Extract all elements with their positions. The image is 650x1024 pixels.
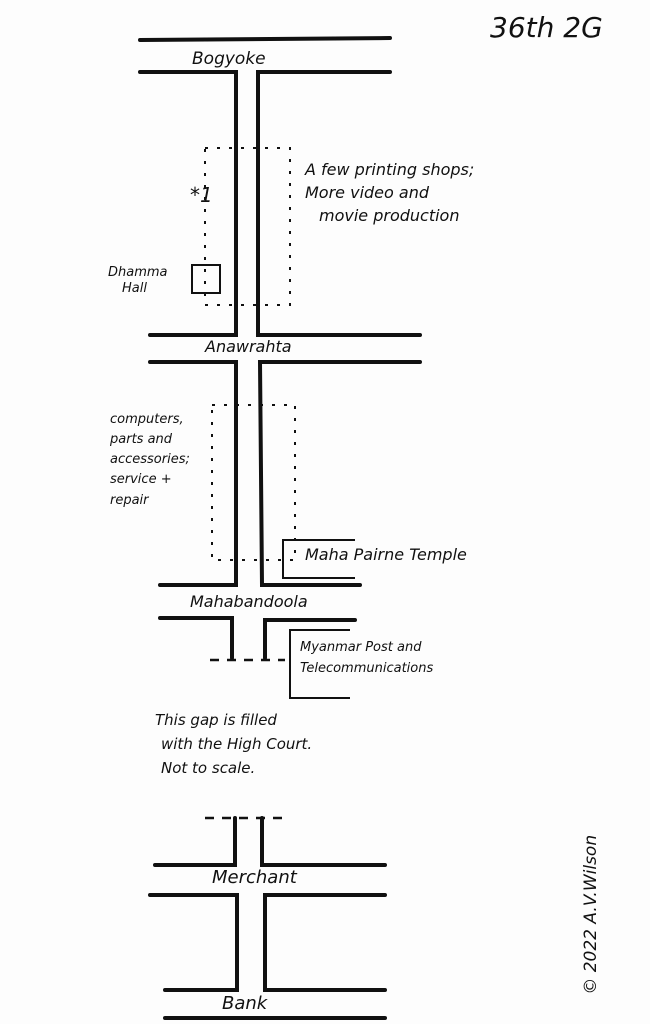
street-label-merchant: Merchant (212, 867, 297, 888)
printing-note: A few printing shops; More video and mov… (305, 158, 474, 228)
gap-note: This gap is filled with the High Court. … (155, 708, 312, 780)
note-line: service + (110, 472, 172, 488)
credit: © 2022 A.V.Wilson (581, 834, 602, 995)
dhamma-hall-label: Dhamma Hall (108, 265, 168, 296)
street-label-bank: Bank (222, 993, 268, 1014)
computers-zone-outline (211, 404, 296, 561)
note-line: A few printing shops; (305, 160, 475, 179)
street-label-anawrahta: Anawrahta (205, 337, 292, 356)
maha-pairne-temple-label: Maha Pairne Temple (305, 545, 467, 564)
note-line: with the High Court. (161, 735, 313, 753)
myanmar-post-label: Myanmar Post and Telecommunications (300, 638, 433, 680)
note-line: This gap is filled (155, 711, 277, 729)
note-line: More video and (305, 183, 429, 203)
computers-note: computers, parts and accessories; servic… (110, 410, 190, 511)
merchant-road (148, 816, 387, 1020)
anawrahta-road (148, 360, 422, 587)
note-line: Not to scale. (161, 759, 256, 777)
mahabandoola-road (158, 616, 357, 662)
label-line: Myanmar Post and (300, 640, 422, 655)
maha-pairne-temple-building (282, 539, 355, 579)
marker-1: *1 (190, 183, 213, 207)
street-label-bogyoke: Bogyoke (192, 49, 266, 69)
dhamma-hall-building (191, 264, 221, 294)
street-label-mahabandoola: Mahabandoola (190, 592, 308, 611)
bogyoke-road (138, 36, 422, 337)
note-line: accessories; (110, 452, 190, 468)
note-line: repair (110, 492, 149, 508)
printing-zone-outline (204, 147, 291, 306)
dhamma-hall-line: Dhamma (108, 265, 168, 280)
note-line: parts and (110, 432, 173, 448)
note-line: computers, (110, 412, 184, 427)
myanmar-post-building (289, 629, 350, 699)
map-title: 36th 2G (490, 11, 603, 44)
note-line: movie production (319, 206, 460, 226)
dhamma-hall-line: Hall (122, 280, 147, 296)
label-line: Telecommunications (300, 660, 434, 676)
